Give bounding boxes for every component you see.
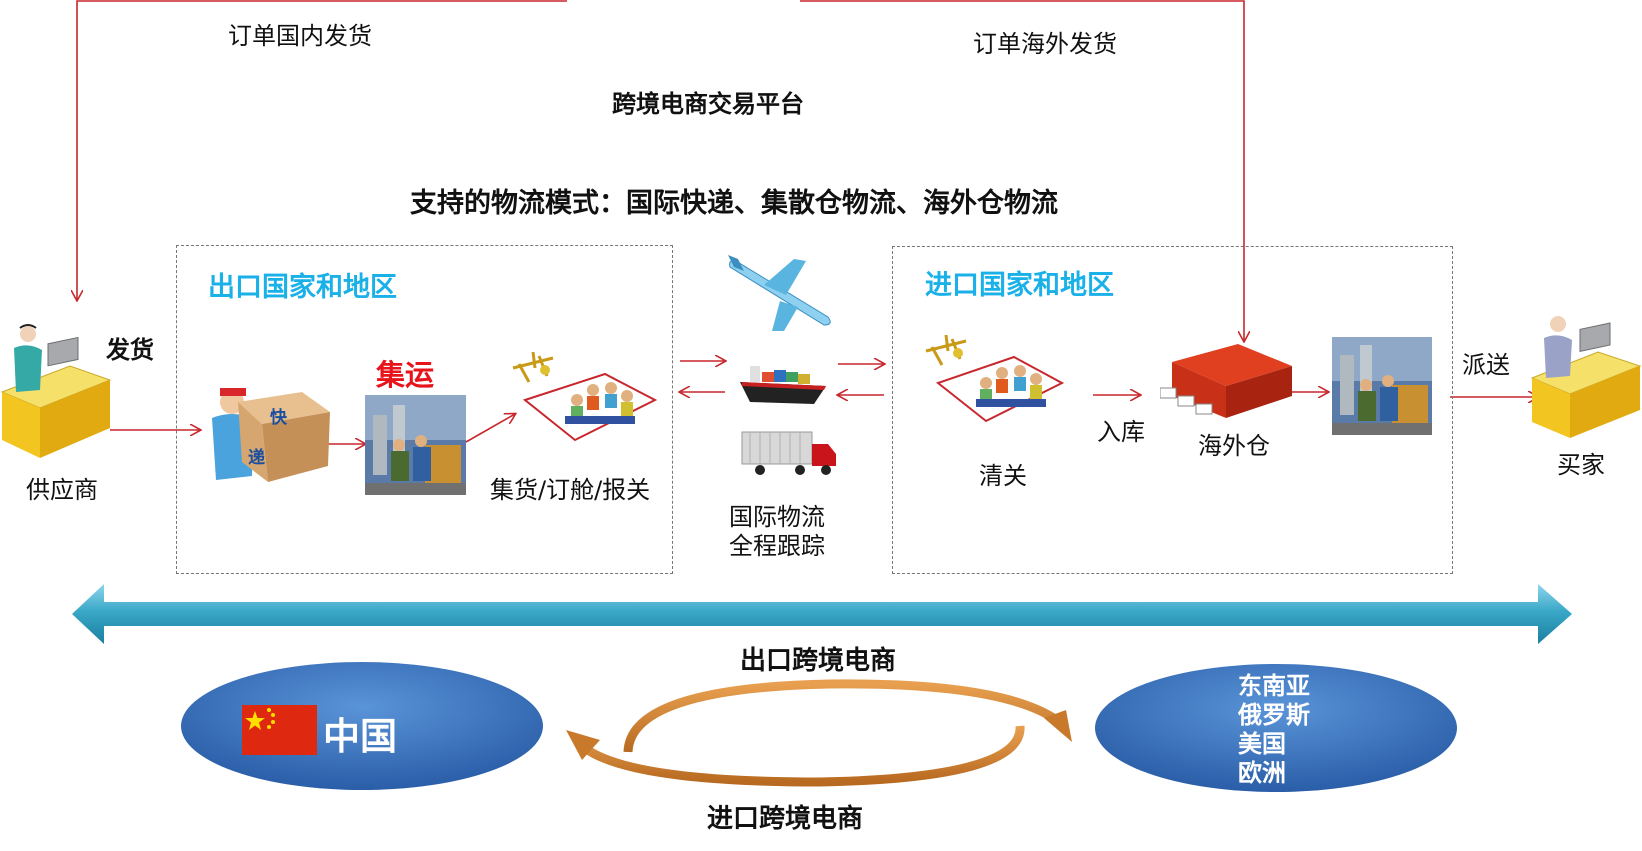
overseas-workers-photo xyxy=(1332,337,1432,435)
box-char-2: 递 xyxy=(248,448,265,468)
destination-3: 美国 xyxy=(1238,730,1286,758)
logistics-line2: 全程跟踪 xyxy=(729,532,825,560)
customs-label: 清关 xyxy=(979,462,1027,490)
destination-2: 俄罗斯 xyxy=(1238,701,1310,729)
domestic-order-label: 订单国内发货 xyxy=(228,22,372,50)
export-ecommerce-label: 出口跨境电商 xyxy=(740,646,897,676)
export-region-box xyxy=(176,245,673,574)
import-cycle-arc xyxy=(576,725,1025,787)
import-ecommerce-label: 进口跨境电商 xyxy=(707,804,864,834)
warehouse-workers-photo xyxy=(365,395,466,495)
buyer-desk-icon xyxy=(1530,316,1642,438)
china-oval xyxy=(181,662,543,790)
cargo-ship-icon xyxy=(740,366,826,404)
destinations-oval xyxy=(1095,664,1457,792)
box-char-1: 快 xyxy=(270,408,287,428)
supplier-desk-icon xyxy=(0,324,112,458)
trade-cycle-graphic xyxy=(181,662,1457,792)
cross-border-band-arrow xyxy=(72,584,1572,644)
supplier-label: 供应商 xyxy=(26,476,98,504)
arrow-workers-to-agency xyxy=(465,414,515,443)
platform-title: 跨境电商交易平台 xyxy=(612,90,804,118)
import-region-title: 进口国家和地区 xyxy=(925,270,1114,301)
logistics-line1: 国际物流 xyxy=(729,503,825,531)
china-flag-icon xyxy=(242,705,317,755)
overseas-order-label: 订单海外发货 xyxy=(973,30,1117,58)
domestic-order-line xyxy=(77,0,567,300)
export-cycle-arc xyxy=(623,679,1065,753)
china-label: 中国 xyxy=(323,715,397,758)
dispatch-label: 派送 xyxy=(1462,351,1510,379)
export-region-title: 出口国家和地区 xyxy=(208,272,397,303)
import-region-box xyxy=(892,246,1453,574)
overseas-warehouse-icon xyxy=(1160,344,1292,418)
buyer-label: 买家 xyxy=(1557,451,1605,479)
logistics-modes-title: 支持的物流模式：国际快递、集散仓物流、海外仓物流 xyxy=(410,188,1058,219)
consolidation-steps-label: 集货/订舱/报关 xyxy=(490,476,651,504)
freight-agency-icon xyxy=(512,351,658,442)
overseas-order-line xyxy=(800,0,1244,341)
truck-icon xyxy=(741,431,836,475)
courier-box-icon xyxy=(212,388,330,482)
airplane-icon xyxy=(728,255,831,331)
destination-1: 东南亚 xyxy=(1238,672,1310,700)
destination-4: 欧洲 xyxy=(1238,759,1286,787)
inbound-label: 入库 xyxy=(1097,418,1145,446)
customs-agency-icon xyxy=(925,335,1065,423)
overseas-warehouse-label: 海外仓 xyxy=(1198,432,1270,460)
ship-label: 发货 xyxy=(106,336,154,364)
consolidation-label: 集运 xyxy=(376,358,435,392)
